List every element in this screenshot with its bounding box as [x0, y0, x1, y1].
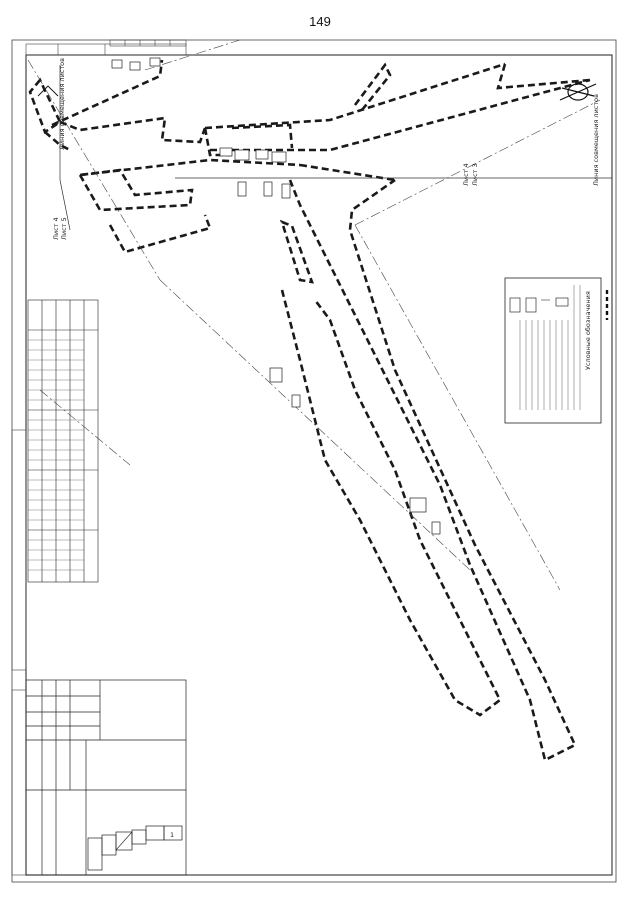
direction-marker-icon	[559, 83, 597, 101]
left-stamp-strip	[11, 429, 27, 876]
sheet-4-label-left: Лист 4	[52, 217, 60, 240]
axis-lines	[27, 39, 601, 591]
legend-title: Условные обозначения	[584, 291, 592, 370]
left-data-table	[27, 299, 99, 583]
legend-box	[504, 277, 609, 424]
title-block-sheet-number: 1	[170, 831, 174, 839]
road-outlines	[28, 59, 591, 762]
structures	[111, 57, 441, 535]
sheet-4-label: Лист 4	[462, 163, 470, 186]
match-line-label-left: Линия совмещения листов	[58, 58, 66, 150]
sheet-3-label: Лист 3	[471, 163, 479, 186]
match-lines	[59, 65, 612, 231]
top-stamp	[25, 39, 187, 56]
sheet-5-label: Лист 5	[60, 217, 68, 240]
north-marker-icon	[37, 85, 59, 97]
title-block	[25, 679, 187, 876]
match-line-label-right: Линия совмещения листов	[592, 94, 600, 186]
page-number: 149	[309, 14, 331, 29]
